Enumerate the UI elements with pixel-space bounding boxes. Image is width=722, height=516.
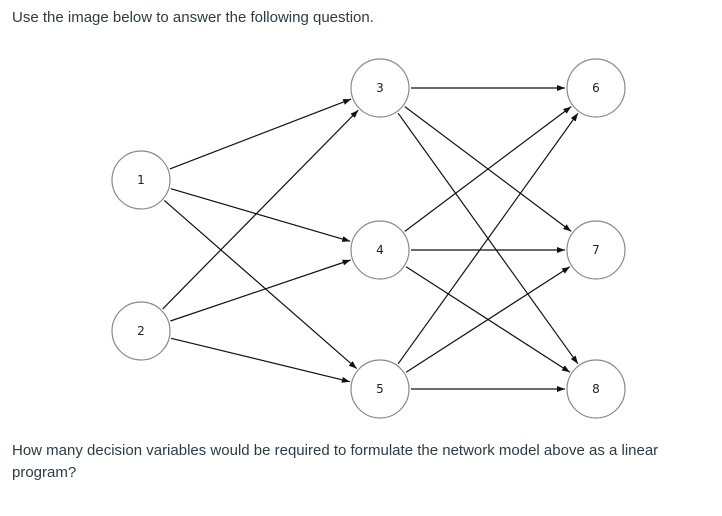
node-circle (566, 58, 626, 118)
arc-4-6 (404, 106, 572, 232)
question-intro: Use the image below to answer the follow… (12, 9, 374, 26)
node-4: 4 (350, 220, 410, 280)
arcs-layer (162, 85, 579, 392)
node-label: 4 (376, 243, 384, 257)
node-circle (350, 58, 410, 118)
node-circle (350, 359, 410, 419)
node-1: 1 (111, 150, 171, 210)
node-8: 8 (566, 359, 626, 419)
arc-1-5 (163, 199, 358, 370)
node-label: 2 (137, 324, 145, 338)
arc-2-4 (170, 259, 351, 322)
arc-1-3 (169, 98, 352, 170)
nodes-layer: 1 2 3 4 5 6 7 8 (111, 58, 626, 419)
node-label: 3 (376, 81, 384, 95)
arc-5-6 (397, 112, 579, 365)
node-circle (111, 150, 171, 210)
node-6: 6 (566, 58, 626, 118)
arc-2-5 (170, 337, 351, 383)
node-7: 7 (566, 220, 626, 280)
node-circle (566, 359, 626, 419)
node-label: 8 (592, 382, 600, 396)
node-5: 5 (350, 359, 410, 419)
node-circle (566, 220, 626, 280)
question-text: How many decision variables would be req… (12, 442, 659, 481)
node-circle (111, 301, 171, 361)
node-label: 6 (592, 81, 600, 95)
node-label: 1 (137, 173, 145, 187)
arc-5-7 (405, 266, 571, 373)
node-2: 2 (111, 301, 171, 361)
node-label: 7 (592, 243, 600, 257)
node-label: 5 (376, 382, 384, 396)
arc-1-4 (170, 188, 351, 242)
node-circle (350, 220, 410, 280)
arc-2-3 (162, 109, 359, 310)
node-3: 3 (350, 58, 410, 118)
